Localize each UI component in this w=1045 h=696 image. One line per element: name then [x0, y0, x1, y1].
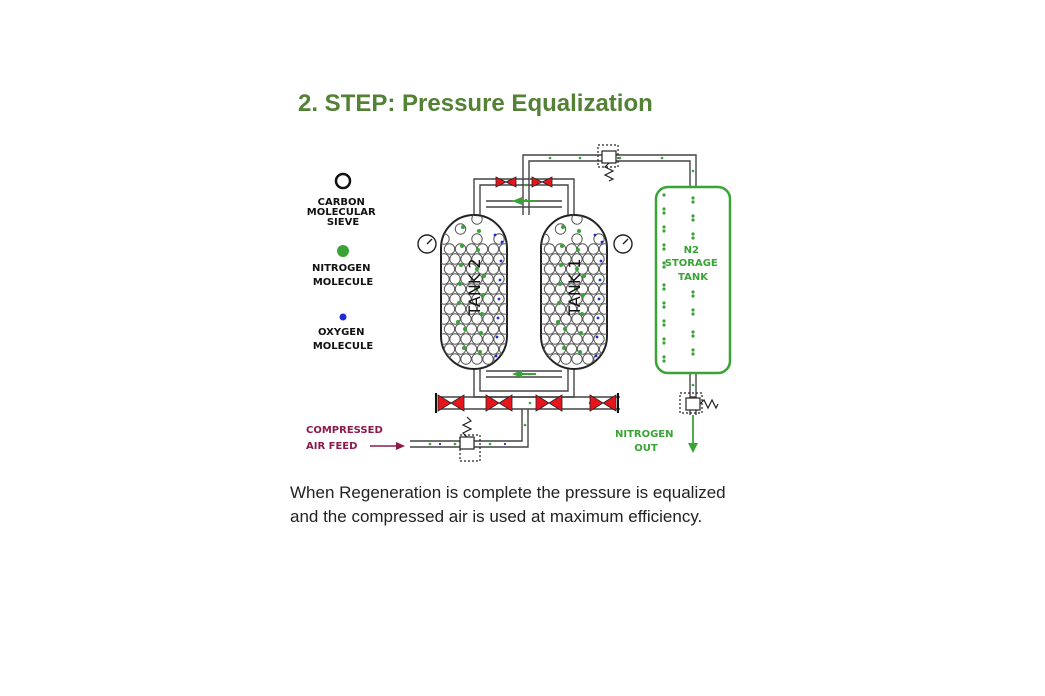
legend: CARBON MOLECULAR SIEVE NITROGEN MOLECULE… — [307, 172, 379, 352]
bottom-equalization-arrow — [512, 370, 536, 378]
svg-text:N2 STORAGE TANK: N2 STORAGE TANK — [665, 245, 722, 283]
top-valve-left — [495, 176, 517, 188]
caption-line-2: and the compressed air is used at maximu… — [290, 507, 703, 526]
bottom-valve-1 — [437, 394, 465, 412]
equalization-arrows — [512, 197, 536, 378]
oxygen-molecule-symbol — [339, 313, 347, 321]
caption-line-1: When Regeneration is complete the pressu… — [290, 483, 726, 502]
feed-arrow — [370, 442, 405, 450]
output-label-line-2: OUT — [634, 443, 658, 454]
carbon-sieve-symbol — [334, 172, 352, 190]
svg-text:OXYGEN MOLECULE: OXYGEN MOLECULE — [313, 327, 373, 352]
legend-oxygen-line-1: OXYGEN — [318, 327, 365, 338]
feed-label-line-1: COMPRESSED — [306, 425, 383, 436]
tank-2-label: TANK 2 — [465, 258, 484, 316]
top-equalization-arrow — [512, 197, 536, 205]
nitrogen-out-arrow — [688, 415, 698, 453]
tank-1-pressure-gauge — [613, 234, 633, 254]
bottom-valve-2 — [485, 394, 513, 412]
svg-text:CARBON MOLECULAR S: CARBON MOLECULAR SIEVE — [307, 197, 379, 228]
legend-carbon-line-1: CARBON — [318, 197, 365, 208]
storage-label-line-1: N2 — [684, 245, 699, 256]
legend-carbon-line-3: SIEVE — [327, 217, 359, 228]
bottom-valve-3 — [535, 394, 563, 412]
bottom-valve-4 — [589, 394, 617, 412]
svg-text:NITROGEN OUT: NITROGEN OUT — [615, 429, 677, 454]
tank-1-label: TANK 1 — [565, 258, 584, 316]
valves — [437, 176, 617, 412]
legend-nitrogen-line-1: NITROGEN — [312, 263, 371, 274]
outlet-check-valve — [679, 392, 719, 414]
tank-1: TANK 1 — [540, 214, 608, 370]
feed-check-valve — [459, 416, 481, 462]
storage-label-line-2: STORAGE — [665, 258, 718, 269]
output-label-line-1: NITROGEN — [615, 429, 674, 440]
legend-oxygen-line-2: MOLECULE — [313, 341, 373, 352]
storage-label-line-3: TANK — [678, 272, 709, 283]
nitrogen-generator-diagram: CARBON MOLECULAR SIEVE NITROGEN MOLECULE… — [306, 144, 732, 462]
nitrogen-molecule-symbol — [337, 245, 349, 257]
top-check-valve — [597, 144, 619, 182]
feed-label-line-2: AIR FEED — [306, 441, 357, 452]
tank-2-pressure-gauge — [417, 234, 437, 254]
top-valve-right — [531, 176, 553, 188]
svg-text:COMPRESSED AIR FEED: COMPRESSED AIR FEED — [306, 425, 386, 452]
legend-carbon-line-2: MOLECULAR — [307, 207, 376, 218]
legend-nitrogen-line-2: MOLECULE — [313, 277, 373, 288]
svg-text:NITROGEN MOLECULE: NITROGEN MOLECULE — [312, 263, 374, 288]
n2-storage-tank: N2 STORAGE TANK — [654, 185, 732, 375]
tank-2: TANK 2 — [440, 214, 508, 370]
page-title: 2. STEP: Pressure Equalization — [298, 90, 653, 117]
